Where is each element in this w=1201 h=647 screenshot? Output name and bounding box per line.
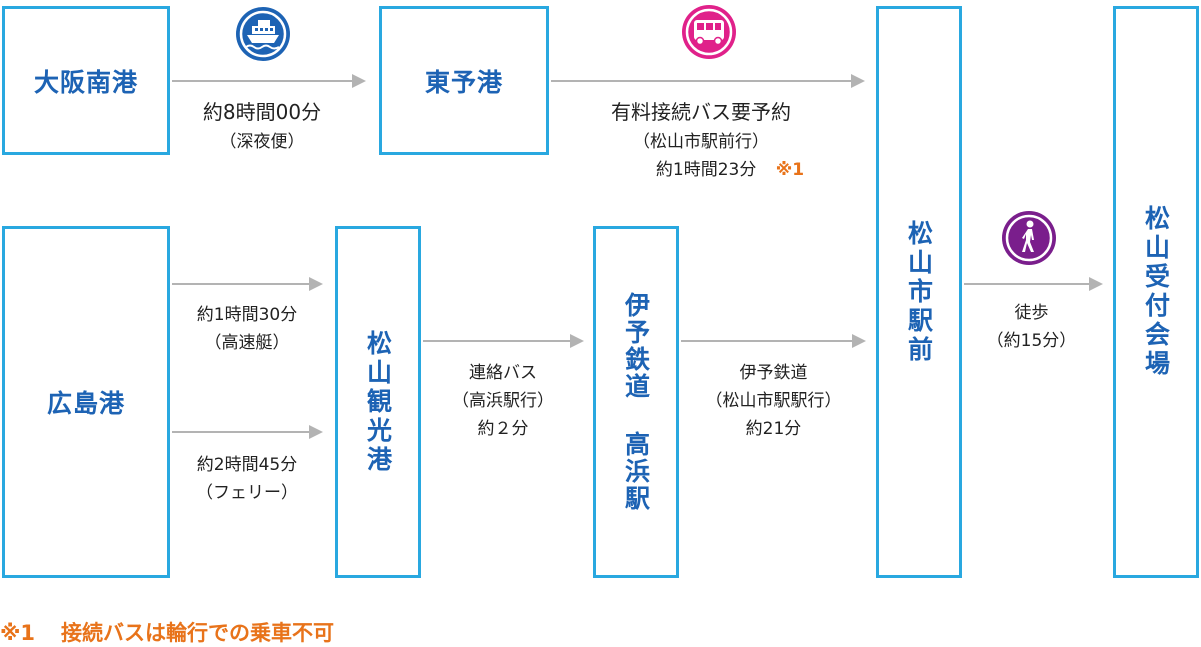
node-osaka-minami-label: 大阪南港	[33, 67, 138, 97]
arrow-toyo-to-station	[551, 74, 865, 88]
edge-osaka-toyo-time: 約8時間00分	[202, 100, 322, 124]
edge-toyo-station-mode: 有料接続バス要予約	[611, 100, 791, 124]
edge-kanko-takahama-label: 連絡バス （高浜駅行） 約２分	[423, 359, 583, 443]
edge-hiroshima-ferry-time: 約2時間45分	[196, 455, 298, 475]
edge-kanko-takahama-time: 約２分	[477, 419, 529, 439]
arrow-hiroshima-fast	[172, 277, 323, 291]
node-matsuyama-station: 松山市駅前	[876, 6, 962, 578]
edge-hiroshima-ferry-label: 約2時間45分 （フェリー）	[172, 451, 322, 507]
edge-station-venue-time: （約15分）	[986, 331, 1077, 351]
arrow-osaka-to-toyo	[172, 74, 366, 88]
node-matsuyama-kanko-label: 松山観光港	[363, 329, 393, 475]
arrow-station-to-venue	[964, 277, 1103, 291]
edge-takahama-station-dest: （松山市駅駅行）	[705, 391, 842, 411]
node-matsuyama-station-label: 松山市駅前	[904, 219, 934, 365]
footnote-mark: ※1	[0, 621, 36, 645]
edge-toyo-station-time: 約1時間23分	[655, 160, 757, 180]
edge-station-venue-label: 徒歩 （約15分）	[964, 299, 1099, 355]
edge-takahama-station-label: 伊予鉄道 （松山市駅駅行） 約21分	[681, 359, 866, 443]
node-toyo-port: 東予港	[379, 6, 549, 155]
node-venue: 松山受付会場	[1113, 6, 1199, 578]
edge-takahama-station-mode: 伊予鉄道	[739, 363, 808, 383]
node-hiroshima-label: 広島港	[46, 389, 125, 418]
footnote-text: 接続バスは輪行での乗車不可	[61, 621, 335, 645]
edge-osaka-toyo-label: 約8時間00分 （深夜便）	[172, 97, 352, 157]
arrow-kanko-to-takahama	[423, 334, 584, 348]
edge-hiroshima-fast-label: 約1時間30分 （高速艇）	[172, 301, 322, 357]
edge-kanko-takahama-mode: 連絡バス	[469, 363, 537, 383]
node-toyo-label: 東予港	[424, 67, 503, 97]
node-matsuyama-kanko-port: 松山観光港	[335, 226, 421, 578]
footnote: ※1 接続バスは輪行での乗車不可	[0, 617, 334, 647]
node-iyo-takahama-label: 伊予鉄道 高浜駅	[621, 292, 651, 512]
bus-icon	[681, 4, 737, 60]
node-osaka-minami-port: 大阪南港	[2, 6, 170, 155]
walking-person-icon	[1001, 210, 1057, 266]
node-venue-label: 松山受付会場	[1141, 205, 1171, 379]
edge-takahama-station-time: 約21分	[745, 419, 802, 439]
edge-kanko-takahama-dest: （高浜駅行）	[452, 391, 554, 411]
edge-hiroshima-fast-mode: （高速艇）	[204, 333, 290, 353]
edge-hiroshima-ferry-mode: （フェリー）	[196, 483, 298, 503]
node-iyo-takahama-station: 伊予鉄道 高浜駅	[593, 226, 679, 578]
arrow-hiroshima-ferry	[172, 425, 323, 439]
node-hiroshima-port: 広島港	[2, 226, 170, 578]
arrow-takahama-to-station	[681, 334, 866, 348]
edge-toyo-station-label: 有料接続バス要予約 （松山市駅前行） 約1時間23分 ※1	[551, 96, 851, 184]
ship-icon	[235, 6, 291, 62]
edge-toyo-station-dest: （松山市駅前行）	[633, 132, 769, 152]
edge-osaka-toyo-note: （深夜便）	[219, 132, 305, 152]
edge-hiroshima-fast-time: 約1時間30分	[196, 305, 298, 325]
edge-station-venue-mode: 徒歩	[1014, 303, 1049, 323]
footnote-mark-ref: ※1	[775, 160, 805, 180]
